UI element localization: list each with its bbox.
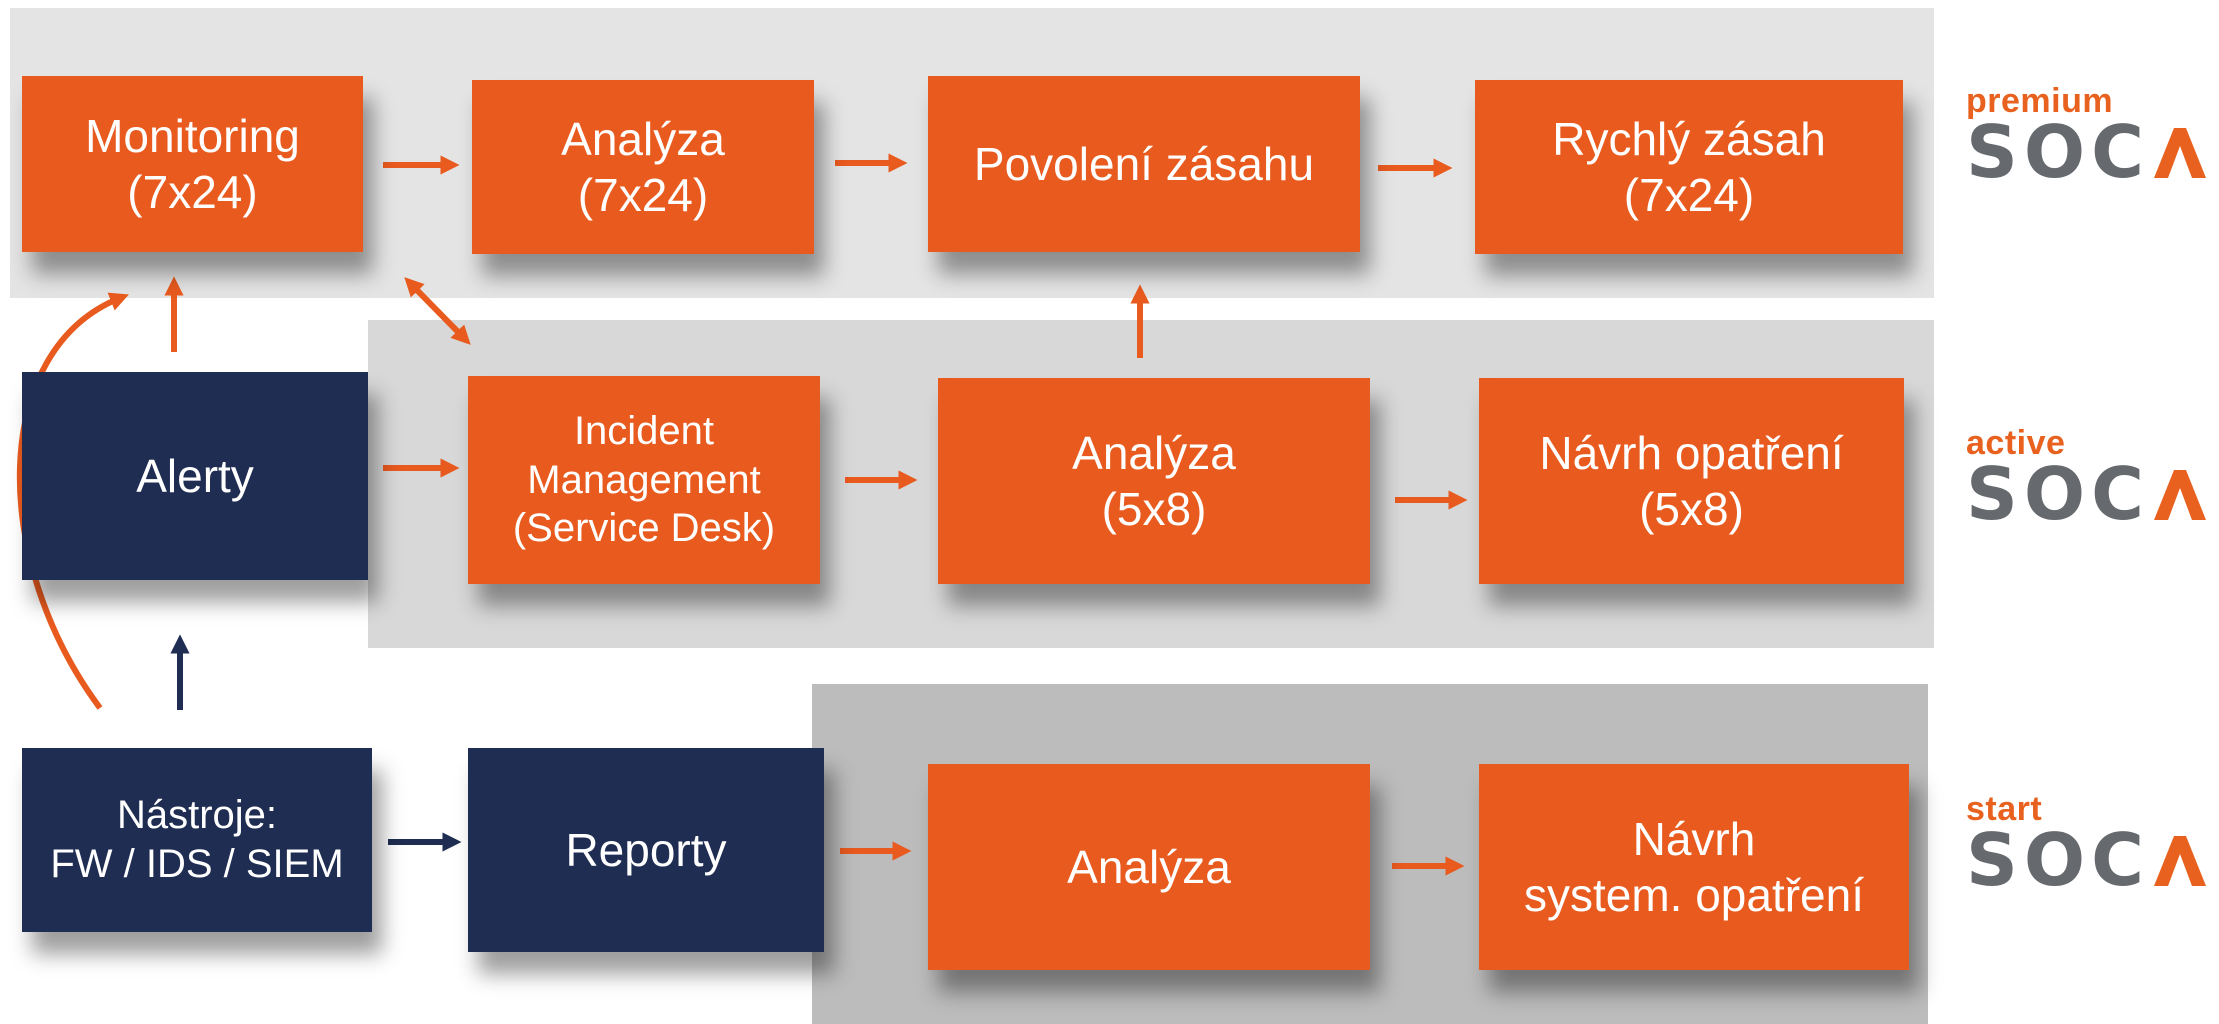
incident-management-box: Incident Management (Service Desk) <box>468 376 820 584</box>
active-soc-logo: active SOC <box>1966 424 2208 536</box>
active-analysis-box: Analýza (5x8) <box>938 378 1370 584</box>
brand-tier-label: start <box>1966 790 2043 828</box>
caret-logo-icon <box>2153 836 2206 886</box>
brand-soc-text: SOC <box>1966 452 2150 536</box>
monitoring-box: Monitoring (7x24) <box>22 76 363 252</box>
systemic-proposal-box: Návrh system. opatření <box>1479 764 1909 970</box>
arrow-tools-to-monitoring <box>16 292 129 710</box>
brand-soc-text: SOC <box>1966 818 2150 902</box>
reports-box: Reporty <box>468 748 824 952</box>
arrow-monitoring-incident <box>404 277 471 345</box>
brand-soc-text: SOC <box>1966 110 2150 194</box>
brand-tier-label: active <box>1966 424 2066 462</box>
premium-analysis-box: Analýza (7x24) <box>472 80 814 254</box>
brand-tier-label: premium <box>1966 82 2114 120</box>
caret-logo-icon <box>2153 470 2206 520</box>
rapid-response-box: Rychlý zásah (7x24) <box>1475 80 1903 254</box>
active-proposal-box: Návrh opatření (5x8) <box>1479 378 1904 584</box>
start-soc-logo: start SOC <box>1966 790 2208 902</box>
tools-box: Nástroje: FW / IDS / SIEM <box>22 748 372 932</box>
approval-box: Povolení zásahu <box>928 76 1360 252</box>
alerts-box: Alerty <box>22 372 368 580</box>
caret-logo-icon <box>2153 128 2206 178</box>
start-analysis-box: Analýza <box>928 764 1370 970</box>
premium-soc-logo: premium SOC <box>1966 82 2208 194</box>
